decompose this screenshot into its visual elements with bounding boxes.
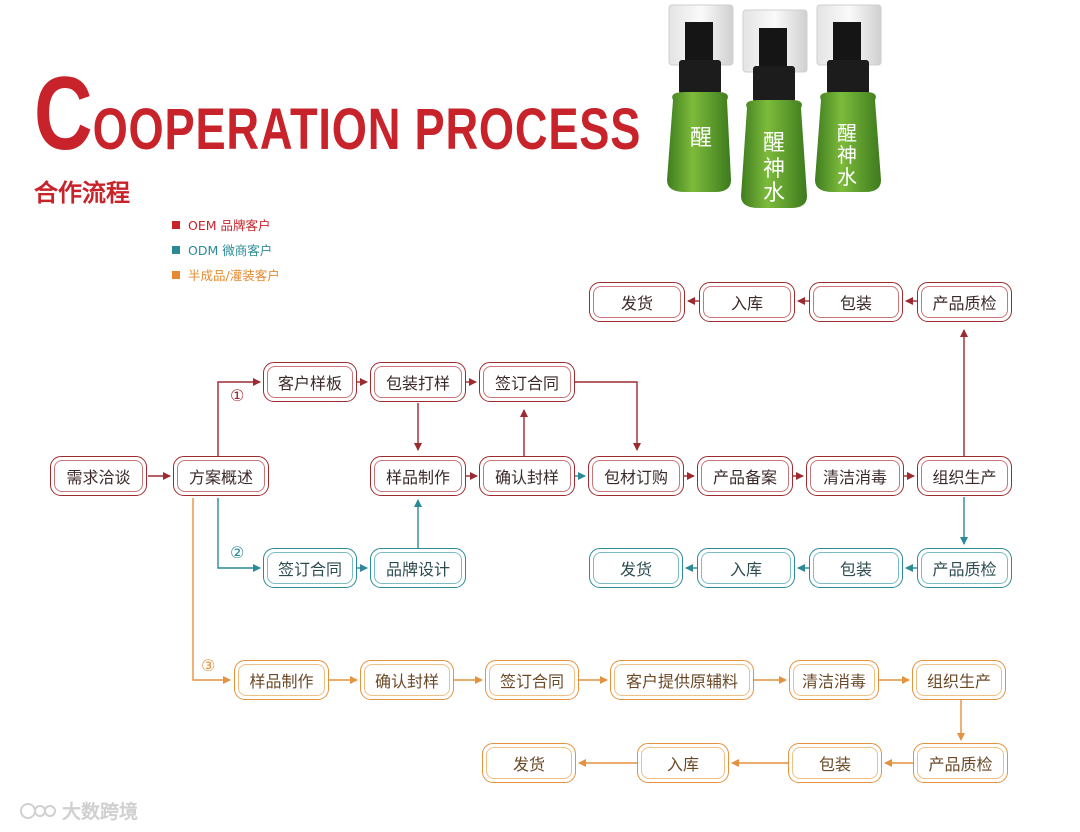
node-o-warehouse: 入库 <box>637 743 729 783</box>
node-qc-mid: 产品质检 <box>917 548 1012 588</box>
node-label: 入库 <box>667 751 699 775</box>
node-label: 入库 <box>730 556 762 580</box>
node-warehouse-mid: 入库 <box>697 548 795 588</box>
route-marker-1: ① <box>230 386 244 405</box>
node-label: 包装 <box>840 290 872 314</box>
node-customer-sample: 客户样板 <box>263 362 357 402</box>
watermark-logo-icon <box>18 799 58 823</box>
node-ship-mid: 发货 <box>589 548 683 588</box>
node-o-sample-making: 样品制作 <box>234 660 329 700</box>
node-label: 确认封样 <box>495 464 559 488</box>
node-sign-contract-2: 签订合同 <box>263 548 357 588</box>
node-label: 签订合同 <box>278 556 342 580</box>
node-label: 品牌设计 <box>386 556 450 580</box>
route-marker-3: ③ <box>201 656 215 675</box>
node-label: 发货 <box>620 556 652 580</box>
node-o-sign-contract: 签订合同 <box>485 660 579 700</box>
node-label: 包装 <box>819 751 851 775</box>
node-clean-disinfect: 清洁消毒 <box>806 456 904 496</box>
node-label: 签订合同 <box>500 668 564 692</box>
node-plan: 方案概述 <box>173 456 269 496</box>
node-label: 组织生产 <box>932 464 996 488</box>
node-o-clean-disinfect: 清洁消毒 <box>789 660 879 700</box>
node-confirm-sample: 确认封样 <box>479 456 575 496</box>
node-label: 入库 <box>731 290 763 314</box>
node-ship-top: 发货 <box>589 282 685 322</box>
node-material-order: 包材订购 <box>588 456 684 496</box>
watermark: 大数跨境 <box>18 797 138 824</box>
node-label: 样品制作 <box>249 668 313 692</box>
node-label: 样品制作 <box>386 464 450 488</box>
node-label: 发货 <box>621 290 653 314</box>
node-label: 发货 <box>513 751 545 775</box>
node-o-pack: 包装 <box>788 743 882 783</box>
node-demand: 需求洽谈 <box>50 456 147 496</box>
node-label: 产品质检 <box>932 290 996 314</box>
node-sign-contract-1: 签订合同 <box>479 362 575 402</box>
node-label: 客户样板 <box>278 370 342 394</box>
node-o-qc: 产品质检 <box>913 743 1008 783</box>
node-pack-mid: 包装 <box>809 548 903 588</box>
node-warehouse-top: 入库 <box>699 282 795 322</box>
node-label: 签订合同 <box>495 370 559 394</box>
node-label: 包装打样 <box>386 370 450 394</box>
node-organize-production: 组织生产 <box>917 456 1012 496</box>
node-label: 客户提供原辅料 <box>626 668 738 692</box>
node-o-confirm-sample: 确认封样 <box>360 660 454 700</box>
watermark-text: 大数跨境 <box>62 797 138 824</box>
node-o-customer-materials: 客户提供原辅料 <box>610 660 754 700</box>
node-label: 需求洽谈 <box>66 464 130 488</box>
node-pack-top: 包装 <box>809 282 903 322</box>
node-label: 清洁消毒 <box>802 668 866 692</box>
node-sample-making: 样品制作 <box>370 456 466 496</box>
node-label: 包装 <box>840 556 872 580</box>
node-label: 包材订购 <box>604 464 668 488</box>
node-label: 产品备案 <box>713 464 777 488</box>
route-marker-2: ② <box>230 543 244 562</box>
node-product-filing: 产品备案 <box>697 456 793 496</box>
node-label: 清洁消毒 <box>823 464 887 488</box>
node-packaging-proof: 包装打样 <box>370 362 466 402</box>
node-label: 组织生产 <box>927 668 991 692</box>
node-qc-top: 产品质检 <box>917 282 1012 322</box>
node-label: 产品质检 <box>932 556 996 580</box>
node-label: 确认封样 <box>375 668 439 692</box>
node-o-ship: 发货 <box>482 743 576 783</box>
node-label: 方案概述 <box>189 464 253 488</box>
node-o-organize-production: 组织生产 <box>912 660 1006 700</box>
node-brand-design: 品牌设计 <box>370 548 466 588</box>
node-label: 产品质检 <box>928 751 992 775</box>
